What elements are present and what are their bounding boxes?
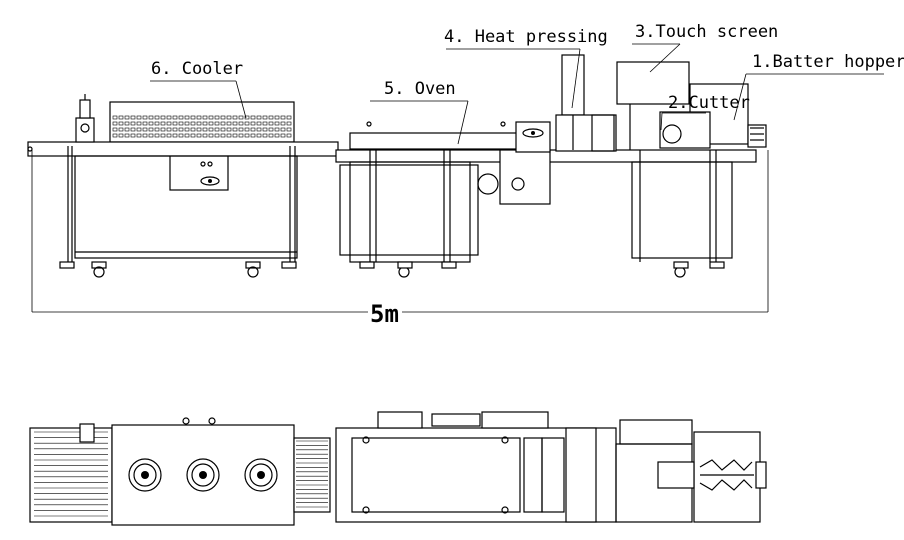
label-cutter: 2.Cutter [668,93,750,113]
fan-2 [186,458,220,492]
label-oven: 5. Oven [384,79,456,99]
top-view [29,411,767,526]
callouts: 6. Cooler 5. Oven 4. Heat pressing 3.Tou… [150,22,904,145]
oven-side [335,121,757,278]
heat-press-side [555,54,617,152]
dimension-label: 5m [370,300,399,328]
label-heat-pressing: 4. Heat pressing [444,27,608,47]
label-cooler: 6. Cooler [151,59,243,79]
label-touch-screen: 3.Touch screen [635,22,778,42]
cooler-side [27,94,339,278]
feeder-side [616,61,767,278]
side-view: 5m [27,54,769,328]
dimension-5m: 5m [31,150,769,328]
label-batter-hopper: 1.Batter hopper [752,52,904,72]
fan-3 [244,458,278,492]
fan-1 [128,458,162,492]
